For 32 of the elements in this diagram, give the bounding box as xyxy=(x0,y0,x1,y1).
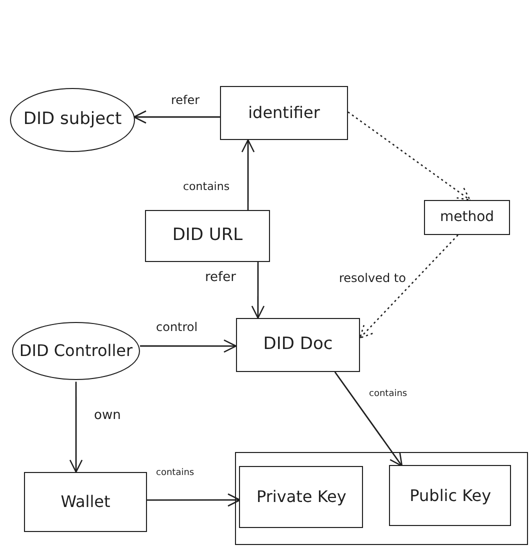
node-label: identifier xyxy=(247,104,321,122)
arrow xyxy=(241,139,255,210)
process-box xyxy=(424,200,510,235)
arrow xyxy=(334,372,403,467)
node-label: method xyxy=(438,209,496,226)
node-label: DID subject xyxy=(22,110,123,130)
edge-label: contains xyxy=(182,180,231,193)
node-label: Wallet xyxy=(60,492,112,512)
group-box xyxy=(235,452,528,545)
process-box xyxy=(236,318,360,372)
process-box xyxy=(145,210,270,262)
edge-label: contains xyxy=(368,389,408,399)
node-label: DID Doc xyxy=(262,335,334,355)
process-box xyxy=(389,465,512,526)
arrow xyxy=(147,493,241,507)
arrow xyxy=(251,262,265,319)
node-label: DID Controller xyxy=(18,342,134,360)
dotted-arrow xyxy=(359,234,458,339)
node-label: Private Key xyxy=(255,488,348,507)
node-label: Public Key xyxy=(408,486,492,506)
arrow xyxy=(140,339,237,353)
arrow xyxy=(69,382,83,473)
edge-label: control xyxy=(155,320,199,334)
process-box xyxy=(24,472,147,532)
process-box xyxy=(239,466,364,528)
edge-label: refer xyxy=(170,93,201,107)
node-label: DID URL xyxy=(171,226,244,246)
arrow xyxy=(133,110,220,124)
dotted-arrow xyxy=(348,111,471,201)
process-box xyxy=(220,86,348,140)
edge-label: resolved to xyxy=(338,271,407,285)
edge-label: contains xyxy=(155,468,196,478)
